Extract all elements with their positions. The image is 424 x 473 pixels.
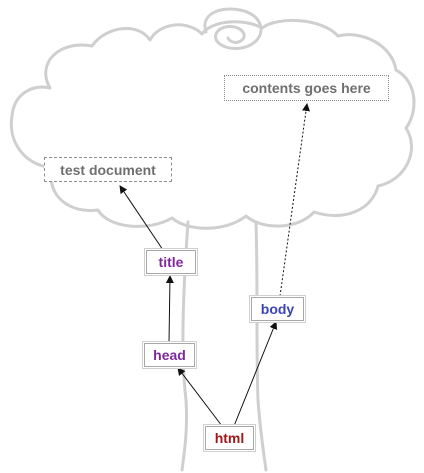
edge-title-title-text xyxy=(119,185,164,251)
edge-body-body-text xyxy=(279,103,310,297)
node-html: html xyxy=(203,424,256,452)
tree-canopy xyxy=(9,18,416,230)
node-title: title xyxy=(144,248,198,276)
node-title-label: title xyxy=(158,254,184,270)
edge-html-head xyxy=(177,367,223,427)
node-body: body xyxy=(249,295,306,323)
node-body-label: body xyxy=(260,301,295,317)
node-body-text: contents goes here xyxy=(224,75,389,101)
edge-html-body xyxy=(233,321,278,427)
node-html-label: html xyxy=(214,430,245,446)
node-head-label: head xyxy=(153,347,186,363)
node-body-text-label: contents goes here xyxy=(242,80,371,96)
canopy-swirl xyxy=(203,7,263,50)
trunk-right xyxy=(254,220,268,472)
node-head: head xyxy=(142,341,197,369)
node-title-text: test document xyxy=(44,157,172,182)
node-title-text-label: test document xyxy=(60,161,156,178)
edge-head-title xyxy=(165,275,174,344)
